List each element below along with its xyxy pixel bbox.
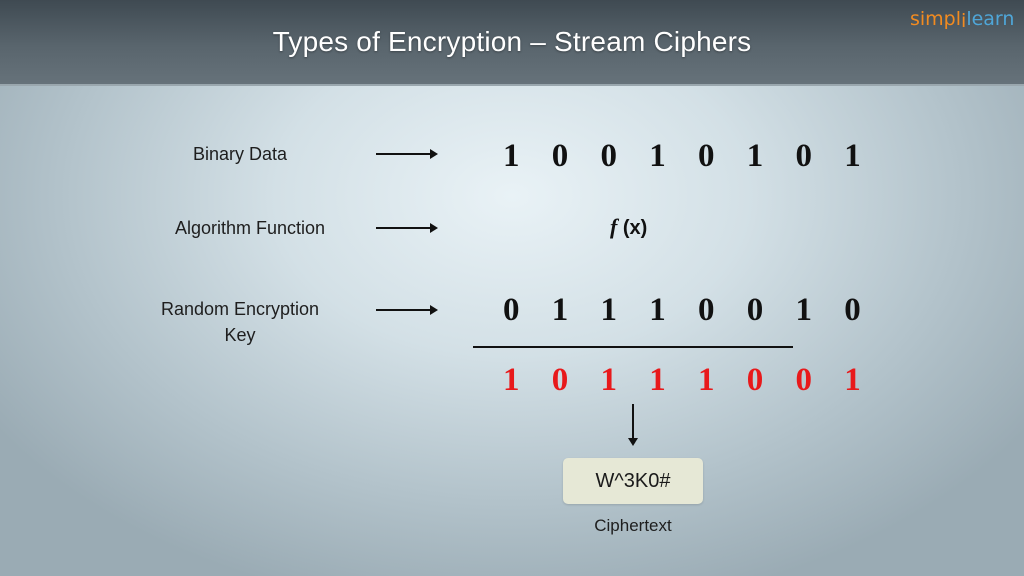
encryption-key-arrow-icon (376, 305, 438, 315)
binary-data-label: Binary Data (192, 144, 288, 164)
down-arrow-icon (628, 404, 638, 446)
key-label-line2: Key (224, 325, 256, 345)
function-symbol: f (610, 214, 618, 239)
binary-data-arrow-icon (376, 149, 438, 159)
logo-part-simpl: simpl (910, 8, 962, 30)
logo-separator: i (961, 10, 967, 32)
binary-data-bits: 1 0 0 1 0 1 0 1 (503, 138, 873, 174)
function-argument: (x) (617, 217, 648, 239)
random-encryption-key-label: Random Encryption Key (140, 296, 340, 348)
simplilearn-logo: simplilearn (910, 8, 1015, 32)
key-label-line1: Random Encryption (160, 299, 320, 319)
slide-title: Types of Encryption – Stream Ciphers (272, 26, 752, 57)
ciphertext-label: Ciphertext (594, 516, 672, 535)
result-bits: 1 0 1 1 1 0 0 1 (503, 362, 873, 398)
algorithm-function-arrow-icon (376, 223, 438, 233)
encryption-key-bits: 0 1 1 1 0 0 1 0 (503, 292, 873, 328)
algorithm-function-formula: f (x) (610, 214, 647, 240)
logo-part-learn: learn (966, 8, 1015, 30)
xor-result-line (473, 346, 793, 348)
ciphertext-box: W^3K0# (563, 458, 703, 504)
slide-header: Types of Encryption – Stream Ciphers sim… (0, 0, 1024, 86)
algorithm-function-label: Algorithm Function (174, 218, 326, 238)
